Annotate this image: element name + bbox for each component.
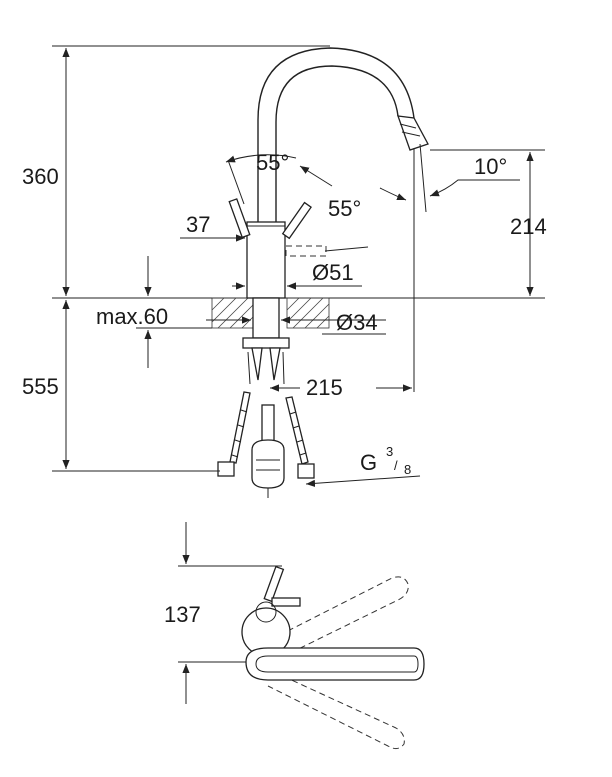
dim-214: [430, 149, 545, 296]
supply-valve: [251, 404, 285, 498]
dim-10deg-label: 10°: [474, 154, 507, 179]
dim-555-label: 555: [22, 374, 59, 399]
thread-label: G: [360, 450, 377, 475]
top-spout: [245, 647, 425, 681]
dim-137-label: 137: [164, 602, 201, 627]
dim-215-label: 215: [306, 375, 343, 400]
thread-sub: 8: [404, 462, 411, 477]
side-view: 360 555 214 10° 55° 55°: [22, 45, 547, 498]
dim-360: [52, 45, 330, 296]
dim-d34: [206, 316, 386, 335]
fittings: [242, 337, 290, 385]
hoses: [217, 391, 315, 479]
thread-slash: /: [394, 458, 398, 473]
dim-555: [52, 300, 220, 472]
dim-55deg-a: [225, 154, 333, 205]
spout: [257, 47, 429, 222]
thread-sup: 3: [386, 444, 393, 459]
countertop-hatch: [211, 297, 330, 329]
dim-55deg-b-label: 55°: [328, 196, 361, 221]
dim-55deg-b: [379, 187, 407, 201]
faucet-body: [246, 221, 286, 339]
top-lever: [263, 565, 301, 607]
dim-thread: [305, 475, 421, 487]
dim-max60: [136, 256, 212, 368]
dim-10deg: [413, 143, 520, 392]
dim-360-label: 360: [22, 164, 59, 189]
lever-handles: [228, 198, 369, 257]
ghost-spouts: [267, 576, 409, 750]
dim-d51-label: Ø51: [312, 260, 354, 285]
dim-55deg-a-label: 55°: [256, 150, 289, 175]
dim-215-mask: [300, 372, 376, 398]
dim-214-label: 214: [510, 214, 547, 239]
dim-max60-label: max.60: [96, 304, 168, 329]
top-view: 137: [164, 522, 425, 750]
dim-d34-label: Ø34: [336, 310, 378, 335]
dim-37-label: 37: [186, 212, 210, 237]
